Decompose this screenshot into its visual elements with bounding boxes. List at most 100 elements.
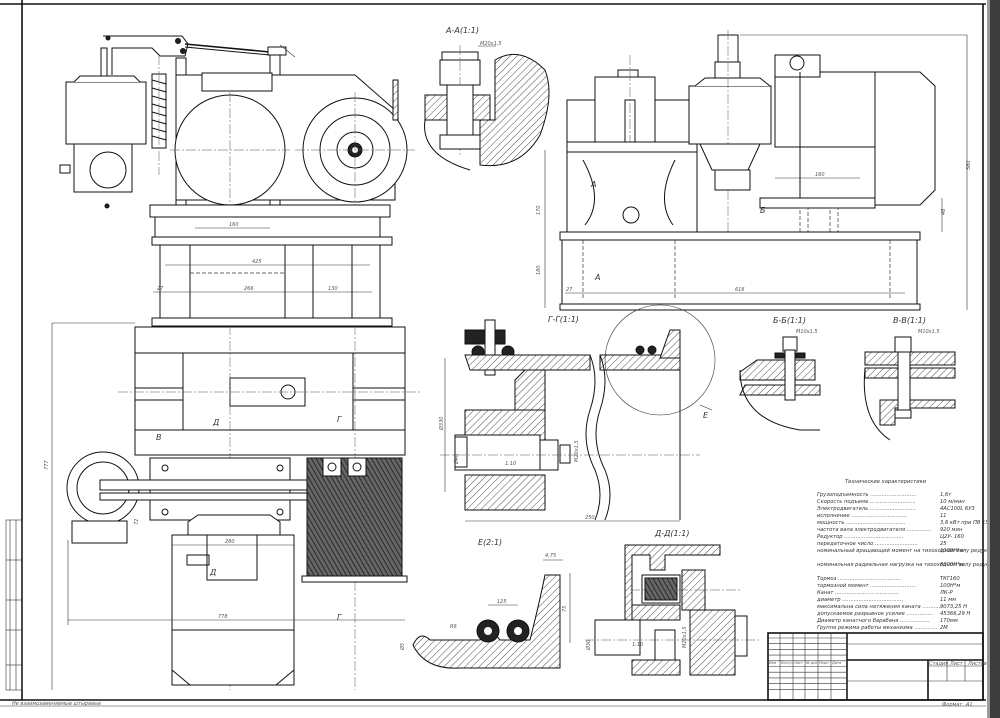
dim-d5: Ø5: [399, 643, 406, 651]
section-a-a: А-А(1:1) М20х1,5: [424, 26, 550, 171]
revision-header: Изм: [769, 661, 776, 665]
spec-value: 170мм: [940, 618, 958, 624]
cut-mark-g-plan: Г: [337, 415, 342, 424]
cut-mark-e: Е: [703, 411, 709, 420]
spec-label: Диаметр канатного барабана .............…: [816, 618, 930, 624]
spec-value: 10 м/мин: [940, 499, 965, 505]
tb-stage-header: Стадия: [929, 661, 948, 667]
section-d-d: Д-Д(1:1) Ø30 М20х1,5 1:10: [585, 529, 760, 676]
spec-label: мощность ...............................…: [817, 520, 905, 526]
dim-side-48: 48: [941, 209, 947, 215]
dim-dd-m20: М20х1,5: [682, 626, 688, 648]
specs-title: Технические характеристики: [845, 479, 927, 485]
dim-dd-d30: Ø30: [585, 640, 592, 651]
viewer-scrollbar-track[interactable]: [987, 0, 990, 718]
section-v-v: В-В(1:1) М10х1,5: [863, 316, 956, 441]
viewer-scrollbar[interactable]: [990, 0, 1000, 718]
bottom-note: Не взаимозаменяемые штыревые: [12, 701, 101, 707]
spec-value: 1000Н*м: [940, 548, 964, 554]
dim-d330: Ø330: [438, 417, 445, 431]
side-view: А 160 Б 27 616 А 170: [536, 30, 972, 311]
dim-r6: R6: [450, 624, 457, 630]
spec-label: передаточное число .....................…: [817, 541, 918, 547]
tb-sheets-header: Листов: [967, 661, 987, 667]
spec-value: 3,6 кВт при ПВ 15%: [940, 520, 994, 526]
dim-160: 160: [229, 222, 239, 228]
detail-e: Е(2:1) 125 4,75 75 R6 Ø5: [399, 538, 571, 669]
section-g-g-title: Г-Г(1:1): [548, 315, 579, 324]
dim-72: 72: [134, 519, 140, 525]
revision-header: Лист: [793, 661, 804, 665]
format-value: A1: [965, 702, 973, 708]
dim-475: 4,75: [545, 553, 556, 559]
spec-value: Ц2У- 160: [940, 534, 965, 540]
dim-250: 250: [585, 515, 595, 521]
technical-specs: Технические характеристики Грузоподъемно…: [816, 479, 1000, 631]
section-b-b: Б-Б(1:1) М10х1,5: [739, 316, 821, 431]
spec-value: ТКГ160: [940, 576, 960, 582]
cut-mark-a-top: А: [590, 180, 596, 189]
dim-130: 130: [328, 286, 338, 292]
spec-label: Канат ..................................…: [817, 590, 899, 596]
specs-rows: Грузоподъемность .......................…: [816, 492, 1000, 631]
spec-label: исполнение .............................…: [817, 513, 907, 519]
format-label: Формат: [942, 702, 963, 708]
spec-label: Редуктор ...............................…: [817, 534, 904, 540]
dim-side-170: 170: [536, 205, 542, 215]
spec-label: Грузоподъемность .......................…: [817, 492, 916, 498]
section-b-b-title: Б-Б(1:1): [773, 316, 806, 325]
side-stamp: [5, 519, 23, 691]
dim-266: 266: [244, 286, 254, 292]
dim-777: 777: [44, 460, 50, 470]
spec-label: диаметр ................................…: [816, 597, 903, 603]
dim-side-27: 27: [566, 287, 573, 293]
cut-mark-v-plan: В: [156, 433, 162, 442]
dim-side-180: 180: [536, 265, 542, 275]
spec-label: номинальный вращающий момент на тихоходн…: [817, 548, 1000, 554]
thread-vv: М10х1,5: [918, 329, 940, 335]
dim-75: 75: [562, 606, 568, 612]
spec-label: Группа режима работы механизма .........…: [817, 625, 937, 631]
revision-header: Дата: [831, 661, 841, 665]
spec-value: 1,6т: [940, 492, 952, 498]
cut-mark-d-plan: Д: [212, 418, 219, 427]
spec-value: 11: [940, 513, 947, 519]
spec-label: номинальная радиальная нагрузка на тихох…: [817, 562, 1000, 568]
spec-label: Электродвигатель .......................…: [816, 506, 916, 512]
thread-bb: М10х1,5: [796, 329, 818, 335]
plan-view: 777 Д Г В 72 280 Д: [44, 322, 420, 690]
cut-mark-d-plan-2: Д: [209, 568, 216, 577]
spec-value: 8000Н*м: [940, 562, 964, 568]
thread-aa: М20х1,5: [480, 41, 502, 47]
spec-value: 9073,25 Н: [940, 604, 967, 610]
spec-label: Скорость подъема .......................…: [817, 499, 916, 505]
front-view: 160 425 27 266 130: [59, 35, 415, 327]
dim-m20: М20х1,5: [574, 440, 580, 462]
detail-e-title: Е(2:1): [478, 538, 502, 547]
spec-value: 45366,29 Н: [940, 611, 970, 617]
dim-dd-taper: 1:10: [632, 642, 643, 648]
spec-value: 100Н*м: [940, 583, 960, 589]
spec-label: максимальна сила натяжения каната ......…: [817, 604, 940, 610]
dim-280: 280: [225, 539, 235, 545]
section-a-a-title: А-А(1:1): [445, 26, 479, 35]
revision-header: Кол.уч: [781, 661, 793, 665]
dim-side-616: 616: [735, 287, 745, 293]
spec-value: ЛК-Р: [939, 590, 953, 596]
dim-778: 778: [218, 614, 228, 620]
spec-label: тормозной момент .......................…: [817, 583, 916, 589]
dim-taper: 1:10: [505, 461, 516, 467]
dim-side-160: 160: [815, 172, 825, 178]
spec-value: 25: [940, 541, 947, 547]
revision-header: Подп.: [819, 661, 830, 665]
tb-sheet-header: Лист: [949, 661, 964, 667]
dim-425: 425: [252, 259, 262, 265]
section-v-v-title: В-В(1:1): [893, 316, 926, 325]
dim-side-580: 580: [966, 160, 972, 170]
dim-d40: Ø40: [453, 454, 460, 465]
revision-header: № док: [805, 661, 818, 665]
spec-value: 11 мм: [940, 597, 956, 603]
